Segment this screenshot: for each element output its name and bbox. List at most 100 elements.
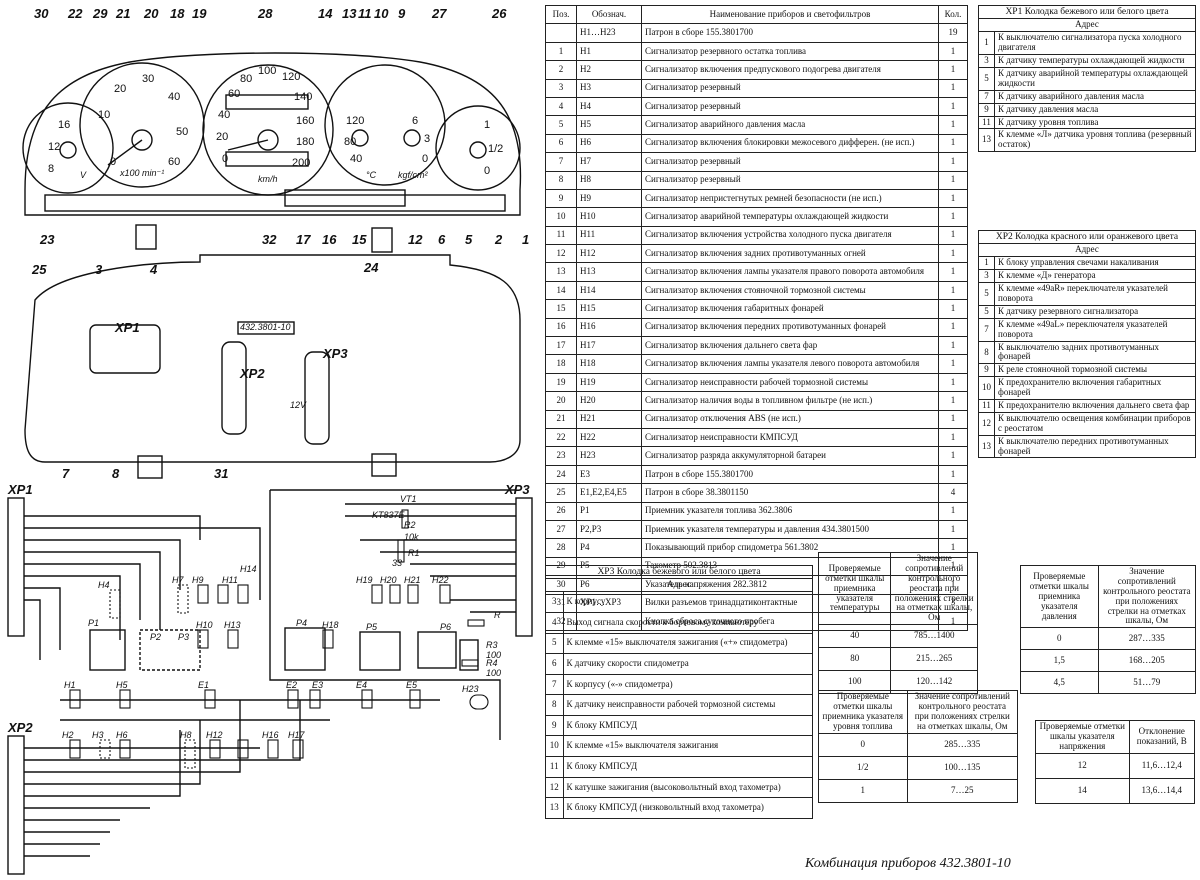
xp3-row-cell: К блоку КМПСУД [562,714,813,737]
press-col-resistance: Значение сопротивлений контрольного реос… [1097,564,1197,629]
component-row-cell: H5 [576,115,642,135]
schematic-xp2-label: XP2 [7,720,33,735]
lamp-label: H11 [222,575,238,585]
xp1-row-cell: К датчику давления масла [994,102,1196,117]
lamp-label: H2 [62,730,74,740]
callout-top: 26 [491,6,507,21]
xp3-row-cell: 5 [545,632,564,655]
temp-row-cell: 215…265 [890,647,978,672]
component-row-cell: 1 [938,336,968,356]
press-row-cell: 0 [1020,627,1099,651]
callout-top: 10 [374,6,389,21]
resistor-label: R [494,610,501,620]
xp2-row-cell: К предохранителю включения дальнего свет… [994,399,1196,413]
press-tick: 0 [422,153,428,165]
component-row-cell: H8 [576,170,642,190]
xp1-row-cell: К выключателю сигнализатора пуска холодн… [994,31,1196,56]
temperature-check-table: Проверяемые отметки шкалы приемника указ… [817,551,978,695]
callout-bottom: 16 [322,232,337,247]
xp3-row-cell: 11 [545,756,564,778]
lamp-label: H5 [116,680,128,690]
col-designation: Обознач. [576,4,642,25]
components-table: Поз. Обознач. Наименование приборов и св… [545,4,968,632]
component-row-cell: Сигнализатор включения блокировки межосе… [641,133,939,154]
component-row-cell: Сигнализатор включения задних противотум… [641,244,939,264]
component-row-cell: 1 [938,60,968,80]
component-row-cell: 11 [545,225,577,246]
lamp-label: H18 [322,620,339,630]
xp1-row-cell: К датчику аварийного давления масла [994,89,1196,104]
fuel-tick: 0 [484,165,490,177]
volt-col-deviation: Отклонение показаний, В [1128,720,1196,754]
lamp-label: H6 [116,730,128,740]
speedo-tick: 40 [218,109,230,121]
component-row-cell: 27 [545,519,577,540]
component-row-cell: 5 [545,115,577,135]
lamp-label: H8 [180,730,192,740]
callout-bottom: 2 [494,232,503,247]
component-row-cell: Патрон в сборе 155.3801700 [641,464,939,485]
component-row-cell: 1 [938,170,968,190]
component-row-cell: 1 [938,464,968,485]
component-row-cell: 1 [938,354,968,374]
xp2-row-cell: 1 [978,256,995,271]
connector-xp2 [221,341,247,435]
component-row-cell: 4 [545,96,577,117]
resistor-label: R2 [404,520,416,530]
component-row-cell: 1 [938,446,968,466]
speedo-tick: 140 [294,91,312,103]
connector-xp3 [304,351,330,445]
xp3-row-cell: 13 [545,797,564,819]
component-row-cell: 24 [545,464,577,485]
component-row-cell: 1 [545,41,577,62]
tacho-tick: 50 [176,126,188,138]
board-xp1-label: XP1 [114,320,140,335]
xp3-title: XP3 Колодка бежевого или белого цвета [545,564,813,580]
component-row-cell: 14 [545,280,577,301]
volt-unit: V [80,170,87,180]
component-row-cell: Сигнализатор включения стояночной тормоз… [641,280,939,301]
temp-tick: 40 [350,153,362,165]
component-row-cell: 3 [545,78,577,98]
xp2-row-cell: К датчику резервного сигнализатора [994,304,1196,319]
xp2-row-cell: 13 [978,434,995,459]
schematic-xp1-label: XP1 [7,482,33,497]
component-row-cell: H11 [576,225,642,246]
xp3-row-cell: 3 [545,591,564,613]
temp-row-cell: 40 [817,624,892,649]
xp1-row-cell: 11 [978,115,995,130]
tacho-tick: 10 [98,109,110,121]
xp1-row-cell: 7 [978,89,995,104]
component-row-cell: 28 [545,538,577,558]
lamp-label: H7 [172,575,184,585]
resistor-value: 10k [404,532,419,542]
callout-board: 24 [363,260,379,275]
receiver-label: P5 [366,622,378,632]
xp2-row-cell: К реле стояночной тормозной системы [994,363,1196,378]
lamp-label: H22 [432,575,449,585]
xp2-row-cell: К блоку управления свечами накаливания [994,256,1196,271]
volt-row-cell: 14 [1035,777,1130,804]
component-row-cell: H7 [576,152,642,172]
component-row-cell: 13 [545,262,577,282]
component-row-cell: H4 [576,96,642,117]
callout-top: 30 [34,6,49,21]
